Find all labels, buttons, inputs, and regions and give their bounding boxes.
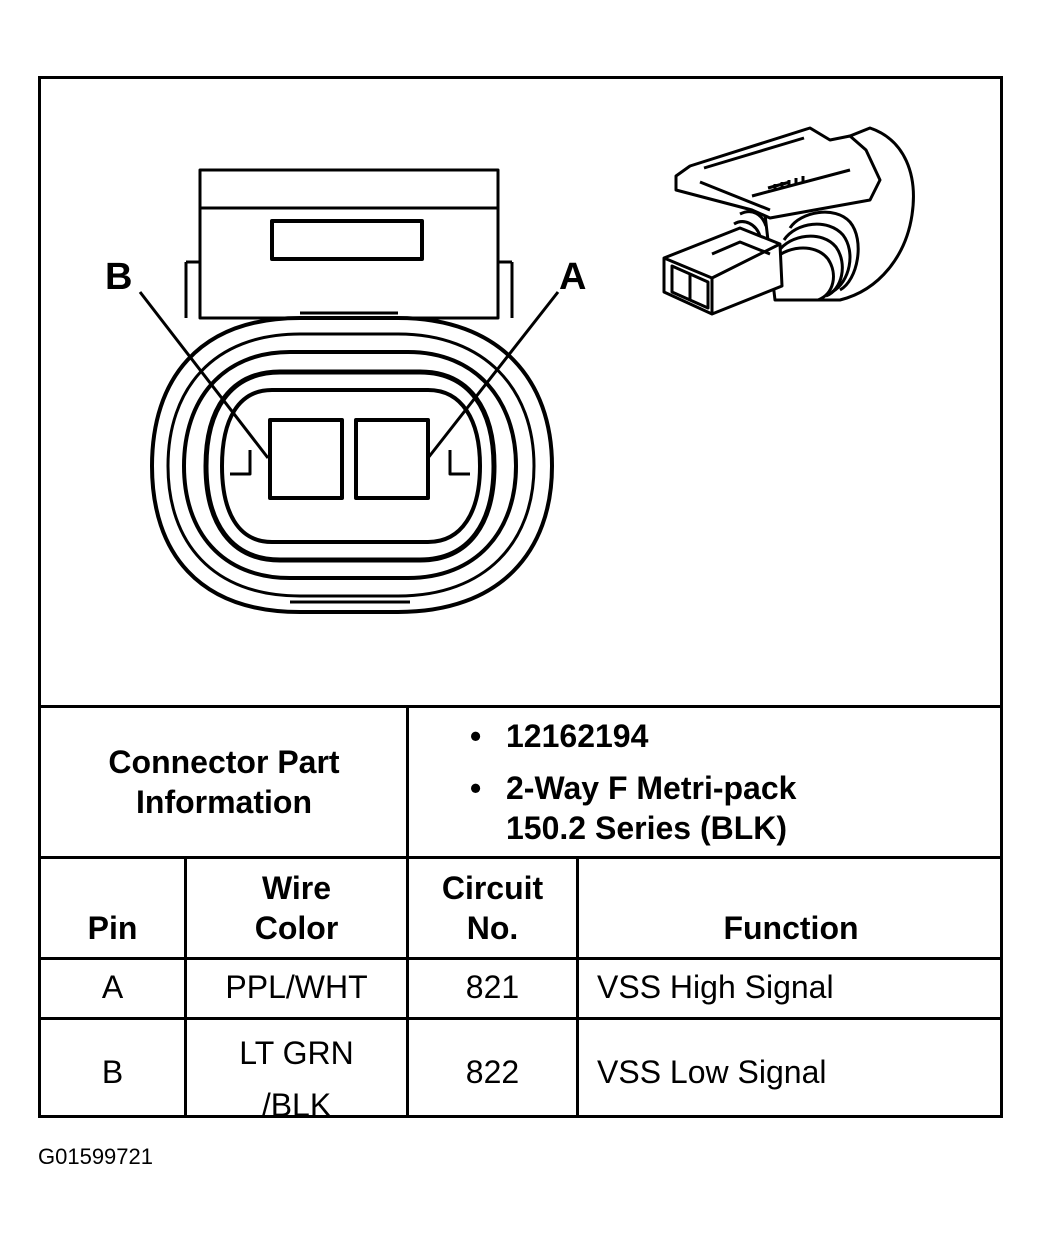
row-b-circuit: 822 <box>465 1054 520 1090</box>
figure-code: G01599721 <box>38 1144 153 1169</box>
row-a-pin: A <box>101 969 124 1005</box>
connector-info-list: 12162194 2-Way F Metri-pack 150.2 Series… <box>470 716 990 848</box>
row-b-function: VSS Low Signal <box>597 1054 827 1090</box>
connector-type: 2-Way F Metri-pack <box>470 768 990 808</box>
header-divider <box>38 957 1003 960</box>
connector-latch <box>184 168 514 320</box>
row-b-pin: B <box>101 1054 124 1090</box>
header-wire-color-line1: Wire <box>261 870 332 906</box>
header-pin: Pin <box>87 910 138 946</box>
leader-line-b <box>138 291 270 459</box>
row-a-wire-color: PPL/WHT <box>225 969 368 1005</box>
row-b-wire-color-line2: /BLK <box>261 1087 332 1123</box>
row-b-wire-color: LT GRN /BLK <box>187 1027 406 1131</box>
diagram-frame <box>38 76 1003 1118</box>
terminal-cavity-b <box>268 418 344 500</box>
connector-info-label-line1: Connector Part <box>108 744 340 780</box>
row-divider <box>38 1017 1003 1020</box>
column-divider-circuit <box>576 856 579 1118</box>
connector-series: 150.2 Series (BLK) <box>506 810 788 846</box>
column-divider-info <box>406 705 409 1118</box>
header-wire-color-line2: Color <box>254 910 339 946</box>
leader-line-a <box>426 291 560 459</box>
connector-info-label-line2: Information <box>136 784 312 820</box>
callout-pin-a: A <box>559 256 587 298</box>
header-circuit-line1: Circuit <box>441 870 544 906</box>
connector-part-number: 12162194 <box>470 716 990 756</box>
terminal-cavity-a <box>354 418 430 500</box>
callout-pin-b: B <box>105 256 133 298</box>
connector-illustration <box>138 126 915 614</box>
row-a-circuit: 821 <box>465 969 520 1005</box>
header-function: Function <box>723 910 859 946</box>
header-circuit-no: Circuit No. <box>409 868 576 948</box>
header-wire-color: Wire Color <box>187 868 406 948</box>
connector-info-label: Connector Part Information <box>41 708 407 856</box>
header-circuit-line2: No. <box>466 910 519 946</box>
info-divider <box>38 856 1003 859</box>
connector-housing <box>150 316 554 614</box>
column-divider-pin <box>184 856 187 1118</box>
connector-isometric-view <box>662 126 915 316</box>
row-b-wire-color-line1: LT GRN <box>239 1035 354 1071</box>
row-a-function: VSS High Signal <box>597 969 834 1005</box>
table-top-border <box>38 705 1003 708</box>
